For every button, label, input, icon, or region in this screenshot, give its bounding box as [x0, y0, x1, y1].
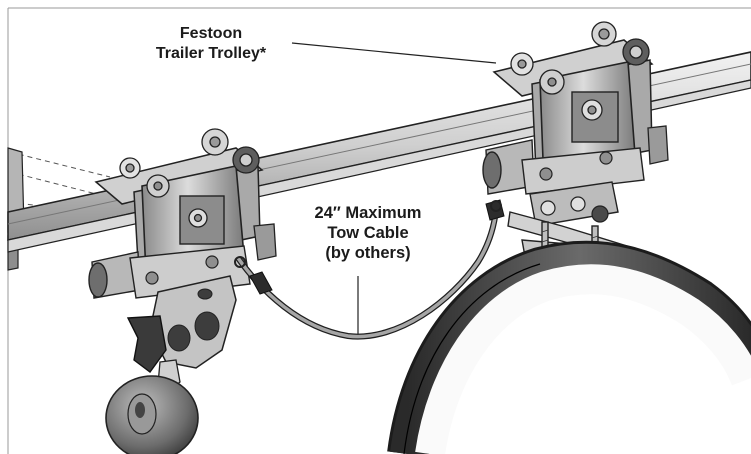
- tow-cable: [234, 199, 505, 340]
- trolley-label-line-1: Festoon: [179, 25, 243, 42]
- festoon-hose: [387, 240, 751, 454]
- cable-label-line-3: (by others): [325, 244, 411, 262]
- trolley-callout: Festoon Trailer Trolley*: [120, 24, 302, 64]
- trolley-label-line-2: Trailer Trolley*: [155, 45, 267, 62]
- cable-label-line-1: 24″ Maximum: [314, 204, 422, 222]
- cable-label-line-2: Tow Cable: [327, 224, 409, 242]
- left-trolley: [88, 128, 277, 454]
- leader-lines: [291, 42, 497, 334]
- trolley-leader-line: [291, 42, 497, 64]
- cable-callout: 24″ Maximum Tow Cable (by others): [286, 203, 450, 263]
